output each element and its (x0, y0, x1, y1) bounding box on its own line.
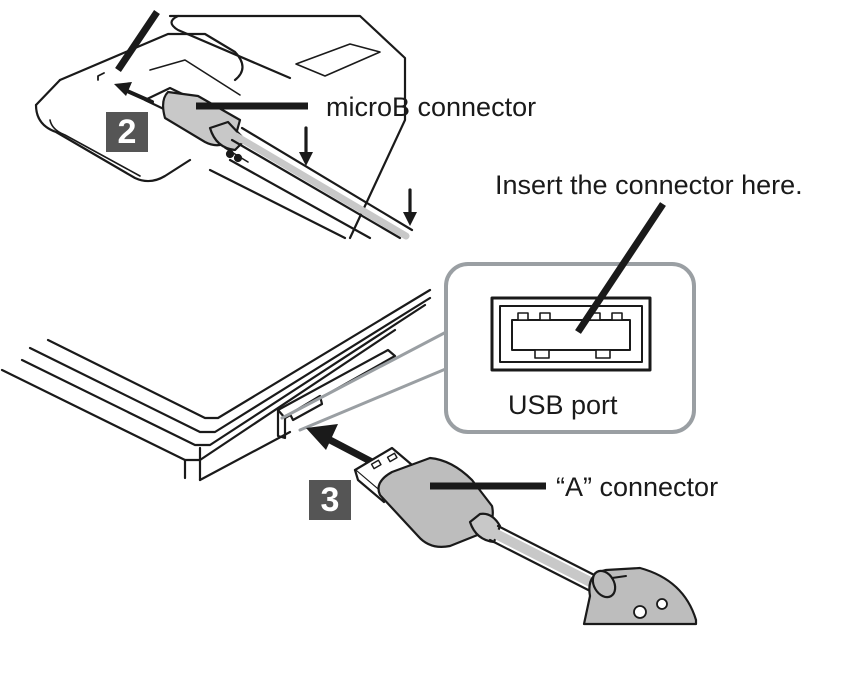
usb-a-insert-arrow (306, 424, 376, 466)
down-arrow-2 (403, 188, 417, 226)
usb-port-label: USB port (508, 390, 618, 420)
top-device-illustration (34, 14, 407, 240)
microb-port-pointer (115, 10, 160, 72)
insert-here-pointer (575, 202, 666, 334)
step-3-badge: 3 (309, 480, 351, 520)
bottom-device-illustration (0, 288, 432, 482)
step-2-badge: 2 (106, 112, 148, 152)
microb-port-slot (97, 72, 105, 81)
microb-connector-label: microB connector (326, 92, 537, 122)
microb-cable (143, 86, 414, 240)
insert-here-label: Insert the connector here. (495, 170, 803, 200)
a-connector-label: “A” connector (556, 472, 719, 502)
down-arrow-1 (299, 126, 313, 166)
usb-a-cable (353, 446, 698, 626)
microb-insert-arrow (114, 82, 154, 104)
usb-port-callout (280, 262, 696, 434)
